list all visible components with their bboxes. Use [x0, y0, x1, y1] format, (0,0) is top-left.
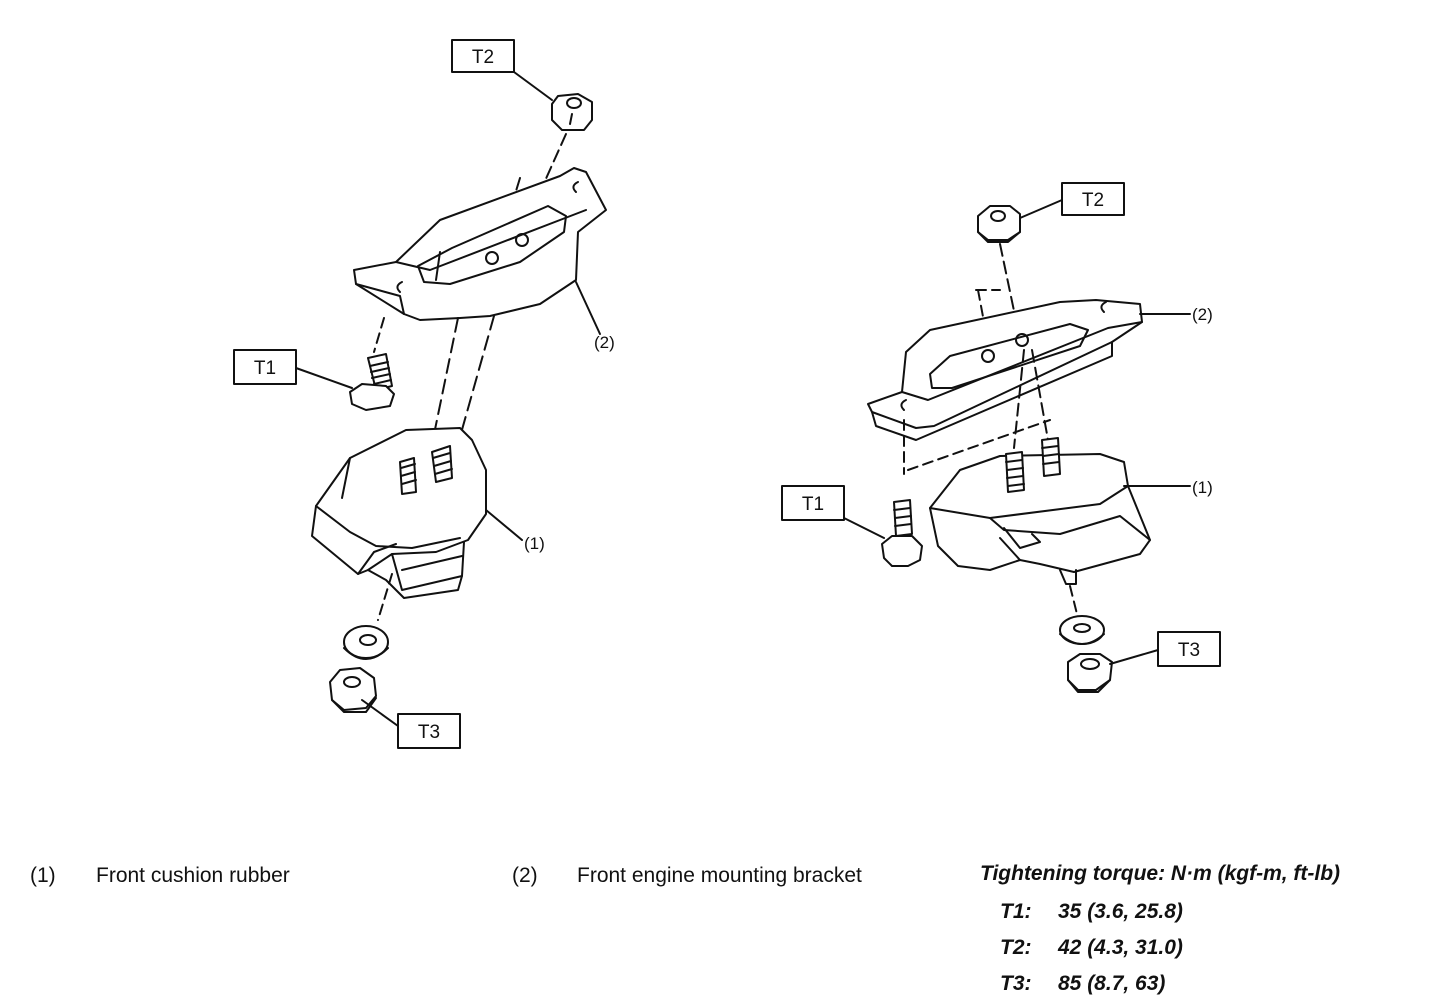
right-cushion-rubber [929, 437, 1191, 585]
left-cushion-rubber [311, 427, 523, 599]
right-t1-tag-label: T1 [802, 494, 824, 515]
torque-heading: Tightening torque: N·m (kgf-m, ft-lb) [980, 862, 1341, 885]
right-t3-tag-label: T3 [1178, 640, 1200, 661]
left-t2-nut [551, 93, 593, 131]
left-t1-tag-box [233, 349, 297, 385]
torque-row-t1: T1: 35 (3.6, 25.8) [1000, 900, 1183, 924]
right-bracket [867, 299, 1191, 441]
right-callout-1: (1) [1192, 478, 1213, 497]
left-t2-tag-box [451, 39, 515, 73]
right-assembly [781, 182, 1221, 693]
torque-value: 35 (3.6, 25.8) [1058, 900, 1183, 923]
engine-mount-diagram: T2 T1 T3 T2 T1 T3 (2) (1) (2) (1) [233, 39, 1221, 749]
right-t3-tag-box [1157, 631, 1221, 667]
left-t3-tag-label: T3 [418, 722, 440, 743]
right-t1-tag-box [781, 485, 845, 521]
torque-key: T3: [1000, 972, 1032, 995]
left-t1-bolt [349, 353, 395, 411]
torque-value: 42 (4.3, 31.0) [1058, 936, 1183, 959]
torque-row-t2: T2: 42 (4.3, 31.0) [1000, 936, 1183, 960]
torque-value: 85 (8.7, 63) [1058, 972, 1166, 995]
left-washer [343, 625, 389, 660]
left-callout-2: (2) [594, 333, 615, 352]
right-t2-tag-label: T2 [1082, 190, 1104, 211]
legend-text: Front cushion rubber [96, 864, 290, 887]
left-t3-tag-box [397, 713, 461, 749]
left-callout-1: (1) [524, 534, 545, 553]
right-washer [1059, 615, 1105, 645]
legend-number: (1) [30, 864, 56, 887]
left-t3-nut [329, 667, 377, 713]
legend-text: Front engine mounting bracket [577, 864, 862, 887]
torque-row-t3: T3: 85 (8.7, 63) [1000, 972, 1165, 996]
right-t3-nut [1067, 653, 1113, 693]
left-t2-tag-label: T2 [472, 47, 494, 68]
right-t2-tag-box [1061, 182, 1125, 216]
left-bracket [353, 167, 607, 335]
right-t1-bolt [881, 499, 923, 567]
legend-number: (2) [512, 864, 538, 887]
right-callout-2: (2) [1192, 305, 1213, 324]
right-t2-nut [977, 205, 1021, 243]
torque-key: T2: [1000, 936, 1032, 959]
left-assembly [233, 39, 607, 749]
torque-key: T1: [1000, 900, 1032, 923]
left-t1-tag-label: T1 [254, 358, 276, 379]
